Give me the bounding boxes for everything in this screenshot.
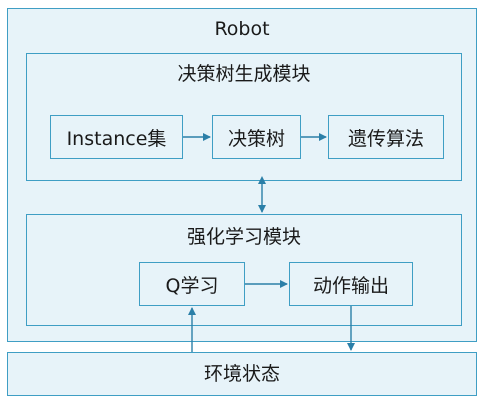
tree-module-title: 决策树生成模块 [177,63,311,85]
environment-box [7,352,477,396]
q-learning-node: Q学习 [139,262,245,306]
environment-label: 环境状态 [203,363,280,385]
rl-module-title: 强化学习模块 [186,226,301,248]
robot-title: Robot [214,18,270,40]
action-output-node: 动作输出 [289,262,413,306]
genetic-algorithm-node: 遗传算法 [328,115,444,159]
decision-tree-node: 决策树 [212,115,301,159]
instance-set-node: Instance集 [50,115,183,159]
